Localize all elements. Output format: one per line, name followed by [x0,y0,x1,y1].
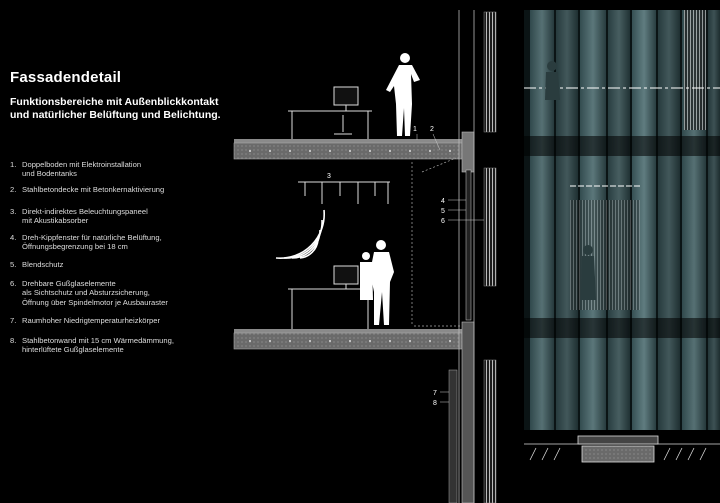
legend-text: Stahlbetondecke mit Betonkernaktivierung [22,185,165,194]
callout-5: 5 [441,208,445,215]
legend-text: Blendschutz [22,260,64,269]
lower-workstation [288,265,372,329]
facade-elevation [524,10,720,430]
callout-8: 8 [433,400,437,407]
legend-number: 3. [10,207,17,216]
lighting-panel [298,181,390,204]
legend-number: 1. [10,160,17,169]
legend-number: 7. [10,316,17,325]
callout-leaders [416,133,484,403]
legend-number: 6. [10,279,17,288]
legend-text: Drehbare Gußglaselemente als Sichtschutz… [22,279,168,307]
lower-floor-slab [233,321,475,503]
callout-2: 2 [430,126,434,133]
window-swing-lines [411,157,462,327]
facade-section [448,10,497,503]
plan-detail [524,435,720,463]
legend-text: Doppelboden mit Elektroinstallation und … [22,160,142,179]
callout-3: 3 [327,173,331,180]
person-silhouette-lower [360,240,394,325]
legend-number: 5. [10,260,17,269]
callout-7: 7 [433,390,437,397]
drawing-subtitle: Funktionsbereiche mit Außenblickkontakt … [10,96,221,121]
person-silhouette-upper [386,53,420,136]
upper-workstation [288,86,372,139]
callout-4: 4 [441,198,445,205]
legend-text: Direkt-indirektes Beleuchtungspaneel mit… [22,207,148,226]
legend-text: Raumhoher Niedrigtemperaturheizkörper [22,316,161,325]
legend-text: Dreh-Kippfenster für natürliche Belüftun… [22,233,162,252]
upper-floor-slab [233,131,475,173]
acoustic-waves [275,209,325,259]
drawing-title: Fassadendetail [10,69,122,86]
legend-number: 2. [10,185,17,194]
callout-1: 1 [413,126,417,133]
callout-6: 6 [441,218,445,225]
legend-number: 4. [10,233,17,242]
legend-text: Stahlbetonwand mit 15 cm Wärmedämmung, h… [22,336,174,355]
legend-number: 8. [10,336,17,345]
